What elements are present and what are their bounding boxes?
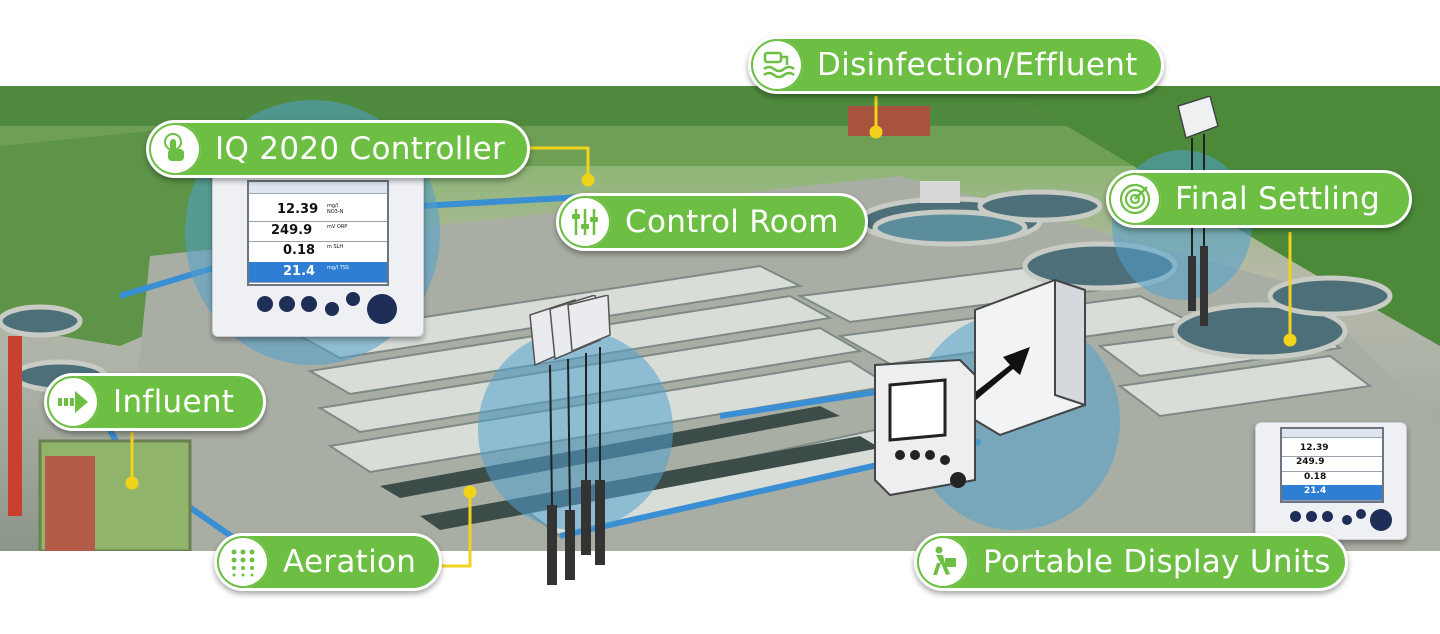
controller-screen: 12.39 mg/l NO3-N 249.9 mV ORP 0.18 m SLH… (247, 180, 389, 286)
portable-reading-row: 0.18 (1282, 471, 1382, 487)
pipe-outflow-icon (751, 39, 803, 91)
walking-person-icon (917, 536, 969, 588)
portable-button (1306, 511, 1317, 522)
aeration-sensor-modules (529, 295, 611, 585)
iq2020-controller-callout[interactable]: IQ 2020 Controller (146, 120, 530, 178)
iq2020-controller-label: IQ 2020 Controller (215, 131, 506, 167)
controller-anchor (581, 173, 595, 187)
disinfection-effluent-callout[interactable]: Disinfection/Effluent (748, 36, 1164, 94)
control-room-label: Control Room (625, 204, 839, 240)
aeration-zone (478, 330, 673, 530)
controller-reading-row: 0.18 m SLH (249, 241, 387, 263)
final-settling-anchor (1283, 333, 1297, 347)
portable-display-units-callout[interactable]: Portable Display Units (914, 533, 1348, 591)
controller-reading-row-selected: 21.4 mg/l TSS (249, 261, 387, 283)
bubbles-grid-icon (217, 536, 269, 588)
influent-anchor (125, 476, 139, 490)
portable-display-units-label: Portable Display Units (983, 544, 1331, 580)
controller-s-button (301, 296, 317, 312)
portable-reading-row: 249.9 (1282, 456, 1382, 472)
portable-screen: 12.39 249.9 0.18 21.4 (1280, 427, 1384, 503)
disinfection-effluent-label: Disinfection/Effluent (817, 47, 1138, 83)
sliders-icon (559, 196, 611, 248)
final-settling-callout[interactable]: Final Settling (1106, 170, 1412, 228)
controller-reading-row: 249.9 mV ORP (249, 221, 387, 243)
controller-ok-button (346, 292, 360, 306)
control-room-terminal (874, 278, 1086, 497)
portable-direction-pad (1370, 509, 1392, 531)
controller-esc-button (325, 302, 339, 316)
portable-display-device: 12.39 249.9 0.18 21.4 (1255, 422, 1407, 540)
controller-connector (505, 146, 590, 180)
controller-c-button (279, 296, 295, 312)
influent-label: Influent (113, 384, 235, 420)
aeration-anchor (463, 485, 477, 499)
arrow-right-icon (47, 376, 99, 428)
aeration-callout[interactable]: Aeration (214, 533, 442, 591)
portable-button (1322, 511, 1333, 522)
controller-direction-pad (367, 294, 397, 324)
iq2020-controller-device: 12.39 mg/l NO3-N 249.9 mV ORP 0.18 m SLH… (212, 173, 424, 337)
portable-button (1356, 509, 1366, 519)
portable-button (1342, 515, 1352, 525)
touch-hand-icon (149, 123, 201, 175)
aeration-connector (440, 492, 472, 568)
aeration-label: Aeration (283, 544, 417, 580)
portable-reading-row: 12.39 (1282, 442, 1382, 458)
controller-m-button (257, 296, 273, 312)
portable-button (1290, 511, 1301, 522)
portable-reading-row-selected: 21.4 (1282, 485, 1382, 501)
controller-reading-row: 12.39 mg/l NO3-N (249, 200, 387, 222)
influent-callout[interactable]: Influent (44, 373, 266, 431)
control-room-callout[interactable]: Control Room (556, 193, 868, 251)
disinfection-anchor (869, 125, 883, 139)
final-settling-label: Final Settling (1175, 181, 1381, 217)
radar-icon (1109, 173, 1161, 225)
